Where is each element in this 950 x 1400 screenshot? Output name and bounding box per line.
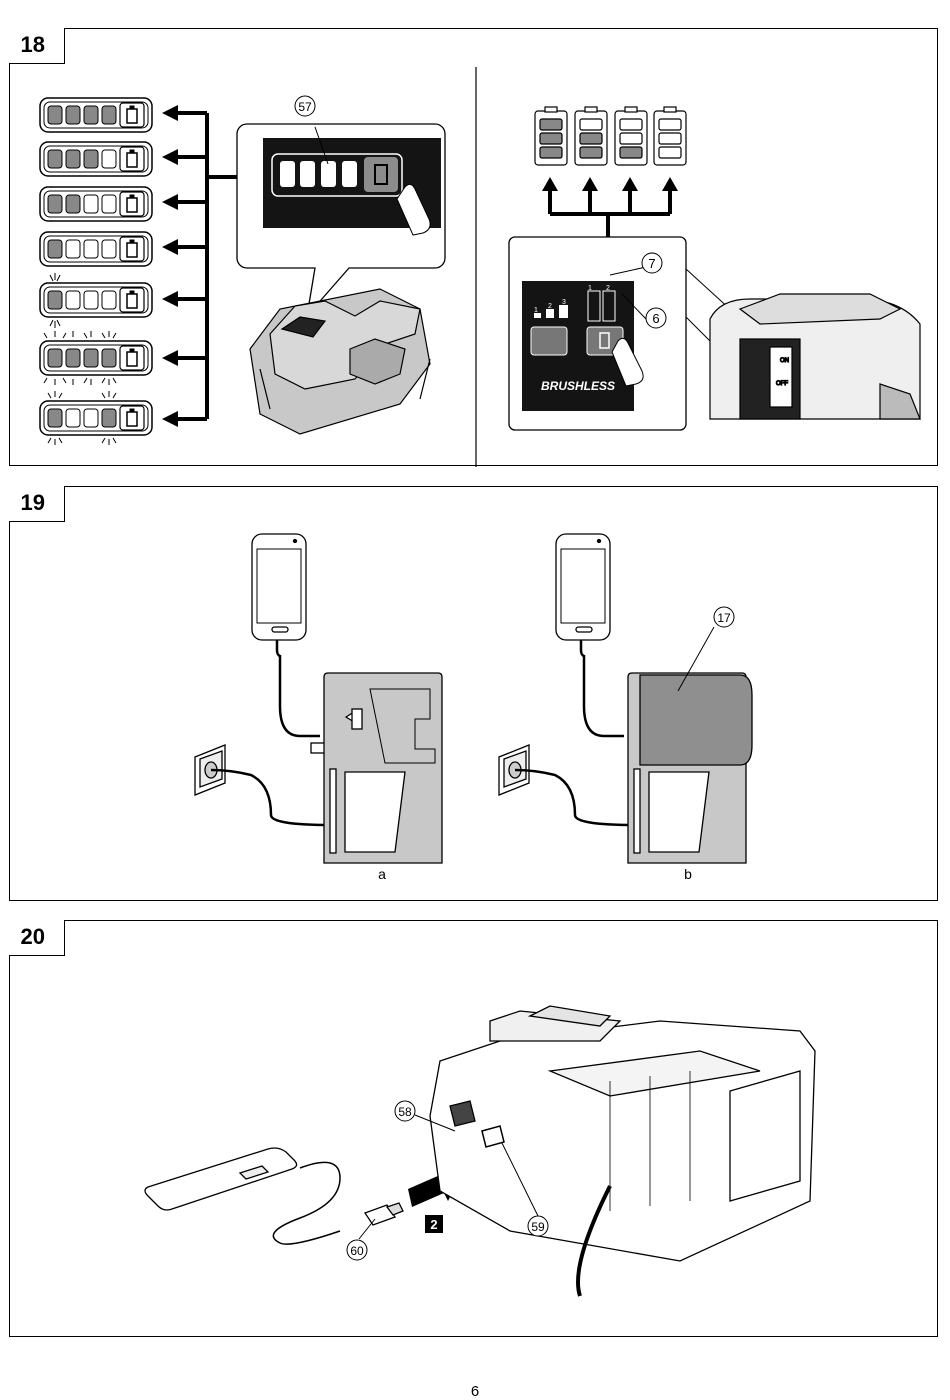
wall-socket-b	[498, 744, 636, 827]
wall-socket-a	[194, 744, 332, 827]
svg-text:58: 58	[398, 1105, 412, 1119]
figure-number-18: 18	[8, 27, 65, 64]
battery-pack	[249, 288, 431, 435]
svg-text:6: 6	[652, 311, 659, 326]
page-number: 6	[470, 1383, 480, 1400]
power-bank	[144, 1147, 341, 1245]
charger-b	[627, 672, 753, 864]
gauge-row-4-bars	[39, 97, 153, 133]
figure-18-panel: 18	[8, 27, 938, 467]
figure-19-panel: 19	[8, 485, 938, 901]
figure-20-panel: 20 2 1	[8, 919, 938, 1337]
figure-18-illustration: 57	[39, 67, 921, 467]
callout-57: 57	[294, 95, 316, 117]
svg-text:59: 59	[531, 1220, 545, 1234]
callout-6: 6	[645, 307, 667, 329]
svg-text:ON: ON	[780, 358, 789, 364]
svg-text:2: 2	[548, 303, 552, 310]
svg-text:7: 7	[648, 256, 655, 271]
smartphone-a	[251, 533, 307, 641]
tool-battery-level-icons	[534, 106, 687, 166]
smartphone-b	[555, 533, 611, 641]
tool-gauge-arrows	[542, 177, 678, 239]
brushless-logo: BRUSHLESS	[541, 379, 615, 393]
gauge-arrows	[162, 105, 272, 427]
gauge-row-1-blinking	[39, 273, 153, 328]
svg-text:1: 1	[588, 285, 592, 292]
svg-text:17: 17	[717, 611, 731, 625]
callout-58: 58	[394, 1100, 456, 1132]
gauge-row-2-bars	[39, 186, 153, 222]
battery-gauge-closeup	[236, 123, 446, 319]
svg-text:a: a	[378, 866, 386, 882]
power-tool-body: ON OFF	[709, 293, 921, 420]
tool-panel-closeup: 1 2 3 1 2 BRUSHLESS	[508, 236, 756, 431]
charger-a	[323, 672, 443, 864]
figure-19-illustration: a b	[194, 533, 753, 882]
fuel-gauge-rows	[39, 97, 153, 445]
figure-20-illustration: 2 1 58 59	[144, 1005, 816, 1297]
callout-59: 59	[501, 1142, 549, 1237]
gauge-row-all-blinking	[39, 331, 153, 385]
usb-cable-connector	[364, 1202, 404, 1226]
svg-text:OFF: OFF	[776, 381, 788, 387]
callout-17: 17	[677, 606, 735, 692]
svg-text:2: 2	[430, 1217, 437, 1232]
usb-charging-scene-b: b	[498, 533, 753, 882]
svg-text:2: 2	[606, 285, 610, 292]
figure-number-19: 19	[8, 485, 65, 522]
svg-text:1: 1	[534, 307, 538, 314]
gauge-row-1-bar	[39, 231, 153, 267]
callout-60: 60	[346, 1218, 376, 1261]
svg-text:57: 57	[298, 100, 312, 114]
gauge-row-3-bars	[39, 141, 153, 177]
figure-number-20: 20	[8, 919, 65, 956]
charger-unit	[429, 1005, 816, 1297]
svg-text:60: 60	[350, 1244, 364, 1258]
gauge-row-alternating-blink	[39, 391, 153, 445]
svg-text:b: b	[684, 866, 692, 882]
svg-text:3: 3	[562, 299, 566, 306]
usb-charging-scene-a: a	[194, 533, 443, 882]
callout-7: 7	[641, 252, 663, 274]
